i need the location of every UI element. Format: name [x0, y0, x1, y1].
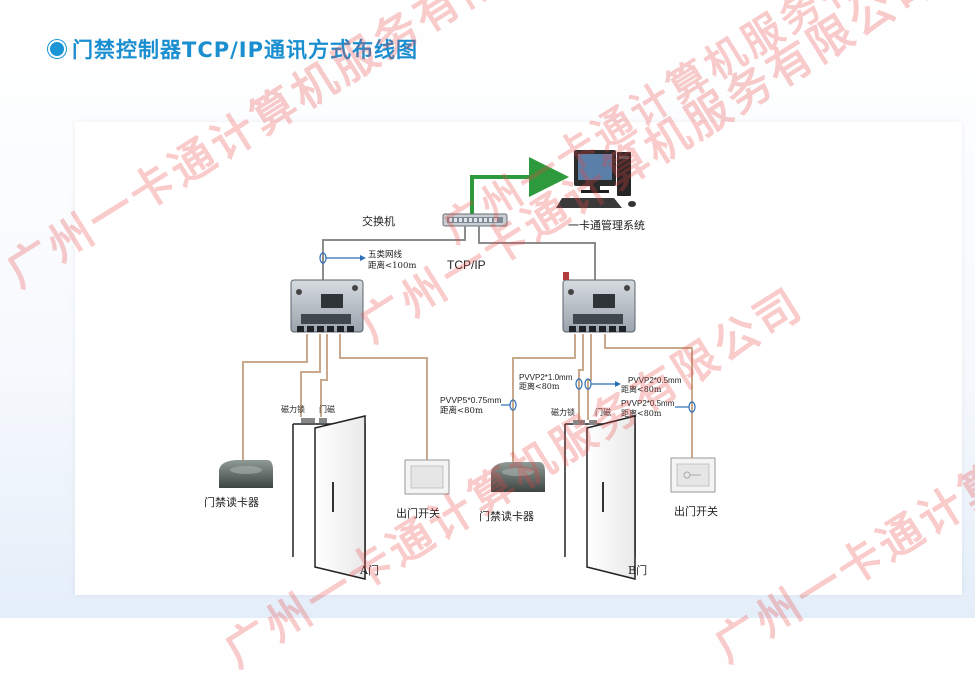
- door-a-exit-label: 出门开关: [396, 506, 440, 520]
- door-b-magnet-label: 磁力锁: [551, 407, 575, 417]
- door-b-label: B门: [628, 563, 647, 577]
- door-b-exit-switch: [670, 457, 716, 493]
- network-cable-b: [478, 226, 596, 280]
- door-a-card-reader: [219, 460, 273, 488]
- door-b-exit-label: 出门开关: [674, 504, 718, 518]
- door-b-cable3-distance-label: 距离<80m: [621, 408, 662, 418]
- door-b-cable2-distance-label: 距离<80m: [621, 384, 662, 394]
- door-a-wiring: [242, 334, 428, 460]
- door-a: [292, 415, 366, 580]
- door-a-label: A门: [359, 563, 379, 577]
- controller-b: [562, 272, 636, 333]
- tcpip-label: TCP/IP: [447, 258, 486, 272]
- wiring-diagram: 交换机 一卡通管理系统 TCP/IP 五类网线 距离<100m: [204, 150, 718, 580]
- cable-a-distance-label: 距离<100m: [368, 260, 416, 271]
- door-b-sensor-label: 门磁: [595, 407, 611, 417]
- controller-a: [290, 279, 364, 333]
- wiring-diagram-panel: 交换机 一卡通管理系统 TCP/IP 五类网线 距离<100m: [75, 122, 962, 595]
- door-b-reader-label: 门禁读卡器: [479, 509, 534, 523]
- bullet-icon: [50, 42, 64, 56]
- network-cable-a: [322, 226, 466, 280]
- switch-label: 交换机: [362, 214, 395, 228]
- door-a-reader-label: 门禁读卡器: [204, 495, 259, 509]
- door-b-cable3-type-label: PVVP2*0.5mm: [621, 399, 675, 408]
- cable-marker: [575, 378, 583, 390]
- network-switch: [442, 213, 508, 227]
- annotation-arrowhead: [360, 255, 366, 261]
- title-bar: 门禁控制器TCP/IP通讯方式布线图: [50, 34, 418, 64]
- page-title: 门禁控制器TCP/IP通讯方式布线图: [72, 38, 419, 62]
- door-a-cable-type-label: PVVP5*0.75mm: [440, 395, 501, 405]
- door-b-card-reader: [491, 462, 545, 492]
- annotation-arrowhead: [615, 381, 621, 387]
- door-a-exit-switch: [404, 459, 450, 495]
- cable-a-type-label: 五类网线: [368, 249, 403, 260]
- door-a-sensor-label: 门磁: [319, 404, 335, 414]
- network-link-to-pc: [470, 157, 569, 217]
- door-b-cable1-distance-label: 距离<80m: [519, 381, 560, 391]
- door-b-cable1-type-label: PVVP2*1.0mm: [519, 373, 573, 382]
- door-b: [564, 415, 636, 580]
- door-b-cable2-type-label: PVVP2*0.5mm: [628, 376, 682, 385]
- pc-label: 一卡通管理系统: [568, 218, 645, 232]
- door-a-magnet-label: 磁力锁: [281, 404, 305, 414]
- computer-icon: [556, 150, 636, 208]
- door-a-cable-distance-label: 距离<80m: [440, 405, 483, 416]
